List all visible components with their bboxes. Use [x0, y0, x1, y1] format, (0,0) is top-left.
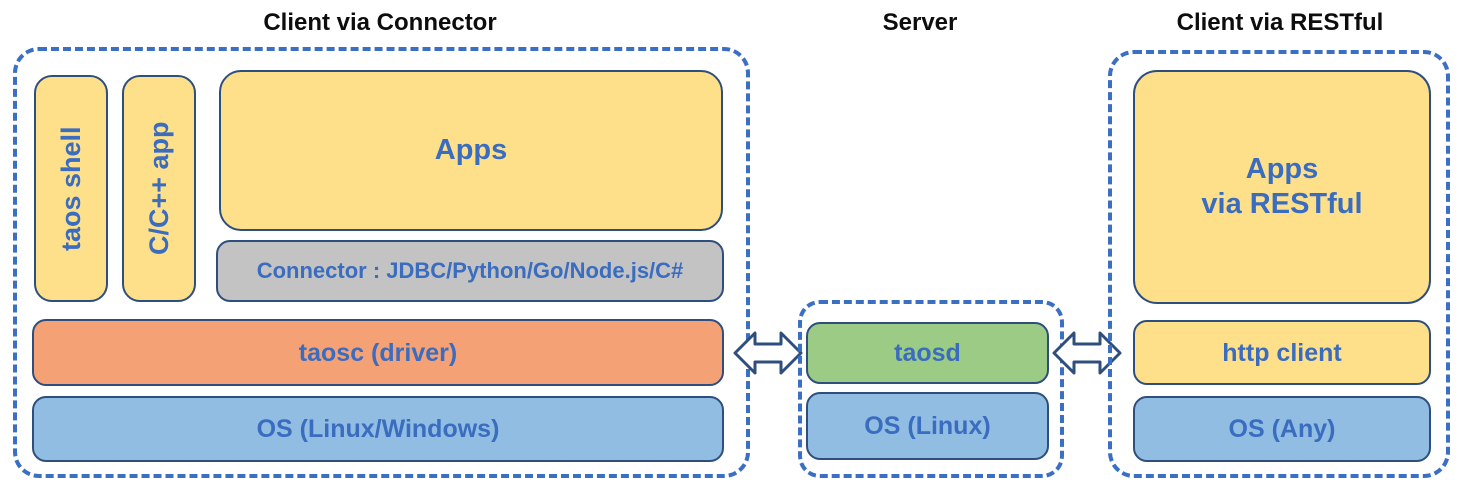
box-os-any[interactable]: OS (Any): [1133, 396, 1431, 462]
box-connector-list[interactable]: Connector : JDBC/Python/Go/Node.js/C#: [216, 240, 724, 302]
left-double-arrow-icon: [733, 327, 803, 384]
box-taos-shell[interactable]: taos shell: [34, 75, 108, 302]
box-apps-via-restful[interactable]: Apps via RESTful: [1133, 70, 1431, 304]
box-taosd[interactable]: taosd: [806, 322, 1049, 384]
panel-title-server: Server: [882, 9, 958, 36]
group-server: [798, 300, 1064, 478]
box-os-linux-windows[interactable]: OS (Linux/Windows): [32, 396, 724, 462]
box-os-linux[interactable]: OS (Linux): [806, 392, 1049, 460]
box-http-client[interactable]: http client: [1133, 320, 1431, 385]
panel-title-client-connector: Client via Connector: [263, 9, 497, 36]
box-c-cpp-app[interactable]: C/C++ app: [122, 75, 196, 302]
box-apps-connector[interactable]: Apps: [219, 70, 723, 231]
group-client-via-restful: [1108, 50, 1450, 478]
group-client-via-connector: [13, 47, 750, 478]
box-taosc-driver[interactable]: taosc (driver): [32, 319, 724, 386]
right-double-arrow-icon: [1052, 327, 1122, 384]
panel-title-client-restful: Client via RESTful: [1176, 9, 1384, 36]
